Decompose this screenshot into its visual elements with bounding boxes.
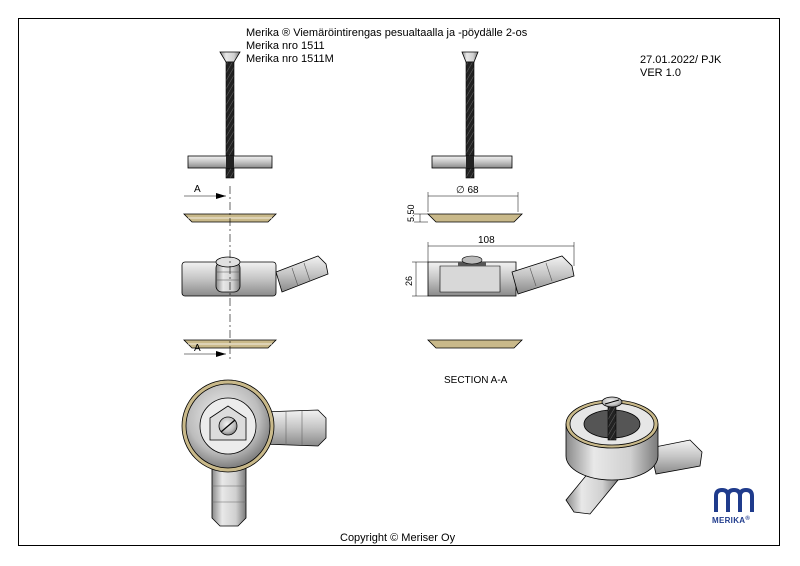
- dim-diameter-label: ∅ 68: [456, 185, 479, 196]
- screw-head: [219, 51, 241, 63]
- revision-version: VER 1.0: [640, 67, 681, 79]
- top-view-down-barb: [211, 465, 247, 527]
- logo-text: MERIKA®: [712, 516, 750, 525]
- isometric-view: [565, 396, 703, 515]
- copyright-text: Copyright © Meriser Oy: [340, 532, 456, 544]
- revision-date: 27.01.2022/ PJK: [640, 54, 722, 66]
- top-view: [181, 379, 327, 527]
- left-exploded-view: [181, 51, 329, 362]
- hose-barb: [275, 255, 329, 293]
- section-view: [412, 51, 575, 349]
- title-line-3: Merika nro 1511M: [246, 53, 334, 65]
- title-line-1: Merika ® Viemäröintirengas pesualtaalla …: [246, 27, 528, 39]
- section-hose-barb: [511, 255, 575, 295]
- section-lower-gasket: [427, 339, 523, 349]
- screw-shaft: [225, 61, 235, 179]
- iso-screw: [607, 403, 617, 441]
- logo-registered: ®: [745, 516, 751, 522]
- merika-logo-mark: [714, 487, 754, 512]
- section-marker-bottom: A: [194, 343, 201, 354]
- section-screw-head: [461, 51, 479, 63]
- section-screw-shaft: [465, 61, 475, 179]
- title-line-2: Merika nro 1511: [246, 40, 325, 52]
- washer-hole: [226, 156, 234, 168]
- dim-height-label: 26: [404, 276, 414, 286]
- title-block: Merika ® Viemäröintirengas pesualtaalla …: [246, 27, 527, 66]
- merika-logo: [714, 487, 754, 512]
- section-upper-gasket: [427, 213, 523, 223]
- logo-word: MERIKA: [712, 516, 746, 525]
- dim-length-label: 108: [478, 235, 495, 246]
- section-label: SECTION A-A: [444, 375, 508, 386]
- revision-block: 27.01.2022/ PJK VER 1.0: [640, 54, 721, 80]
- drawing-frame: [18, 18, 780, 546]
- section-marker-top: A: [194, 184, 201, 195]
- iso-side-barb: [649, 439, 703, 475]
- dim-thickness-label: 5.50: [406, 204, 416, 222]
